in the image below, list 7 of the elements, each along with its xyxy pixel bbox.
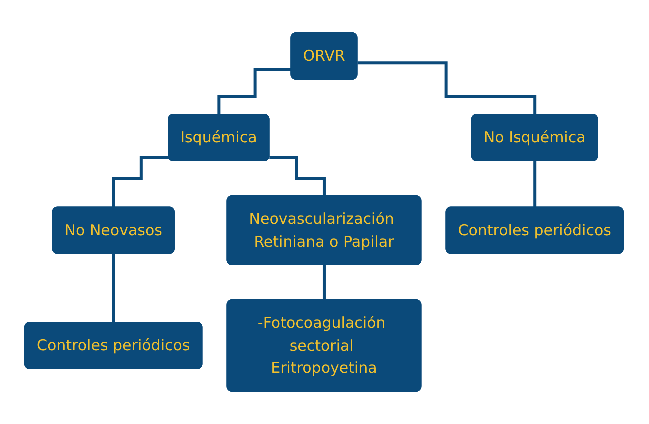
connector (270, 156, 326, 198)
connector (218, 68, 292, 116)
connector (112, 252, 116, 324)
connector (358, 61, 538, 116)
connector (112, 156, 170, 209)
connector (534, 160, 538, 209)
connector (323, 264, 326, 302)
